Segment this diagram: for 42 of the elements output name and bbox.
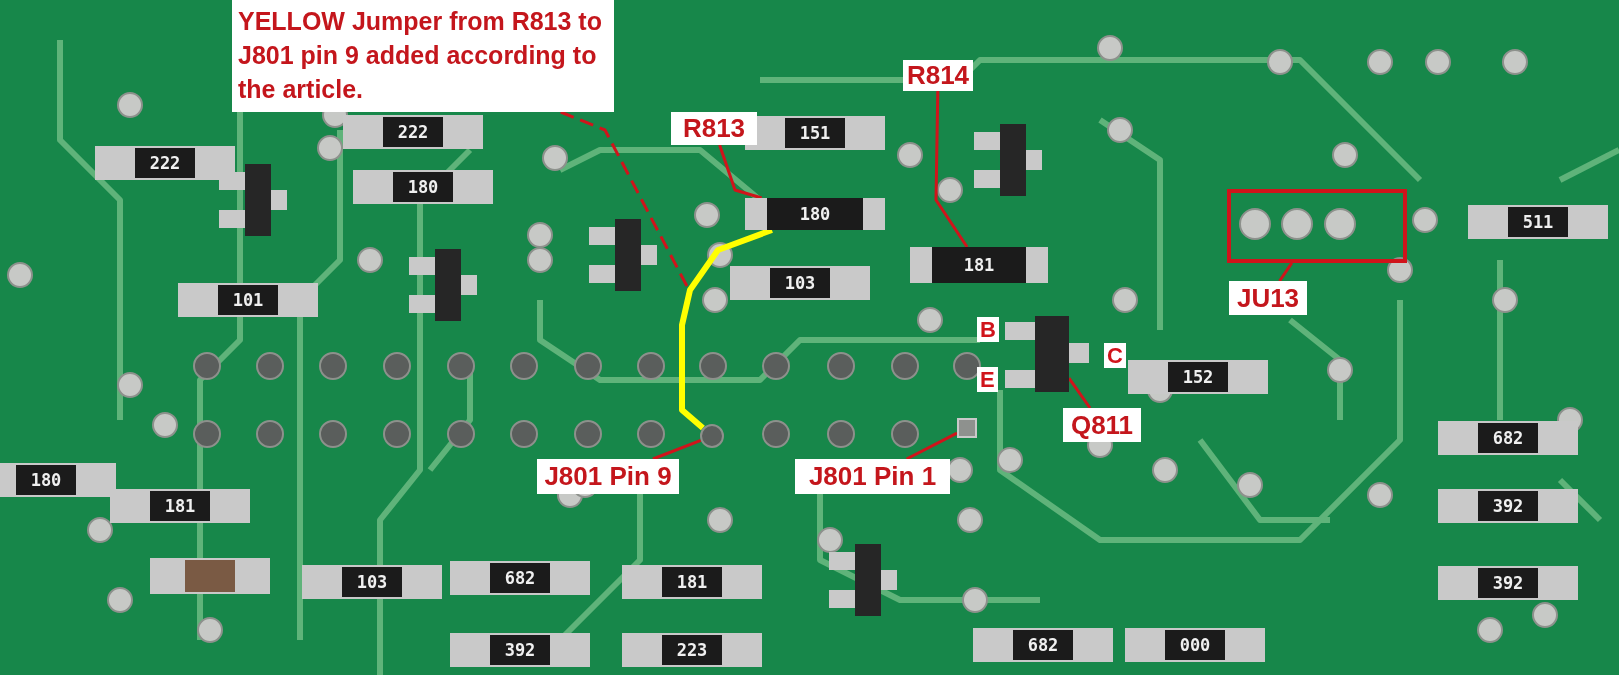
leader-line xyxy=(718,144,763,200)
part-marking: 682 xyxy=(1491,427,1525,450)
callout-label: R813 xyxy=(671,112,757,145)
annotation-note: YELLOW Jumper from R813 to J801 pin 9 added according to the article. xyxy=(232,0,614,112)
solder-pad xyxy=(957,418,977,438)
resistor: 180 xyxy=(745,198,885,230)
leader-line xyxy=(905,431,958,461)
part-marking: 152 xyxy=(1181,366,1215,389)
part-marking: 180 xyxy=(406,176,440,199)
part-marking: 682 xyxy=(1026,634,1060,657)
part-marking: 180 xyxy=(29,469,63,492)
pin-letter: B xyxy=(977,317,999,342)
pin-letter: C xyxy=(1104,343,1126,368)
part-marking: 222 xyxy=(148,152,182,175)
pin-letter: E xyxy=(977,367,998,392)
callout-label: R814 xyxy=(903,60,973,91)
highlight-frame xyxy=(1227,189,1407,263)
resistor: 181 xyxy=(910,247,1048,283)
leader-line xyxy=(1278,262,1294,282)
part-marking: 392 xyxy=(1491,572,1525,595)
part-marking: 392 xyxy=(1491,495,1525,518)
part-marking: 103 xyxy=(783,272,817,295)
callout-label: J801 Pin 9 xyxy=(537,459,679,494)
part-marking: 181 xyxy=(675,571,709,594)
part-marking: 222 xyxy=(396,121,430,144)
callout-label: Q811 xyxy=(1063,408,1141,442)
leader-line xyxy=(1067,377,1092,409)
jumper-wire xyxy=(679,227,773,431)
part-marking: 682 xyxy=(503,567,537,590)
leader-line xyxy=(652,439,702,461)
leader-line xyxy=(934,90,969,248)
part-marking: 101 xyxy=(231,289,265,312)
part-marking: 392 xyxy=(503,639,537,662)
part-marking: 151 xyxy=(798,122,832,145)
callout-label: J801 Pin 1 xyxy=(795,459,950,494)
part-marking: 181 xyxy=(163,495,197,518)
callout-label: JU13 xyxy=(1229,281,1307,315)
part-marking: 103 xyxy=(355,571,389,594)
part-marking: 000 xyxy=(1178,634,1212,657)
part-marking: 223 xyxy=(675,639,709,662)
transistor xyxy=(1035,316,1069,392)
part-marking: 511 xyxy=(1521,211,1555,234)
